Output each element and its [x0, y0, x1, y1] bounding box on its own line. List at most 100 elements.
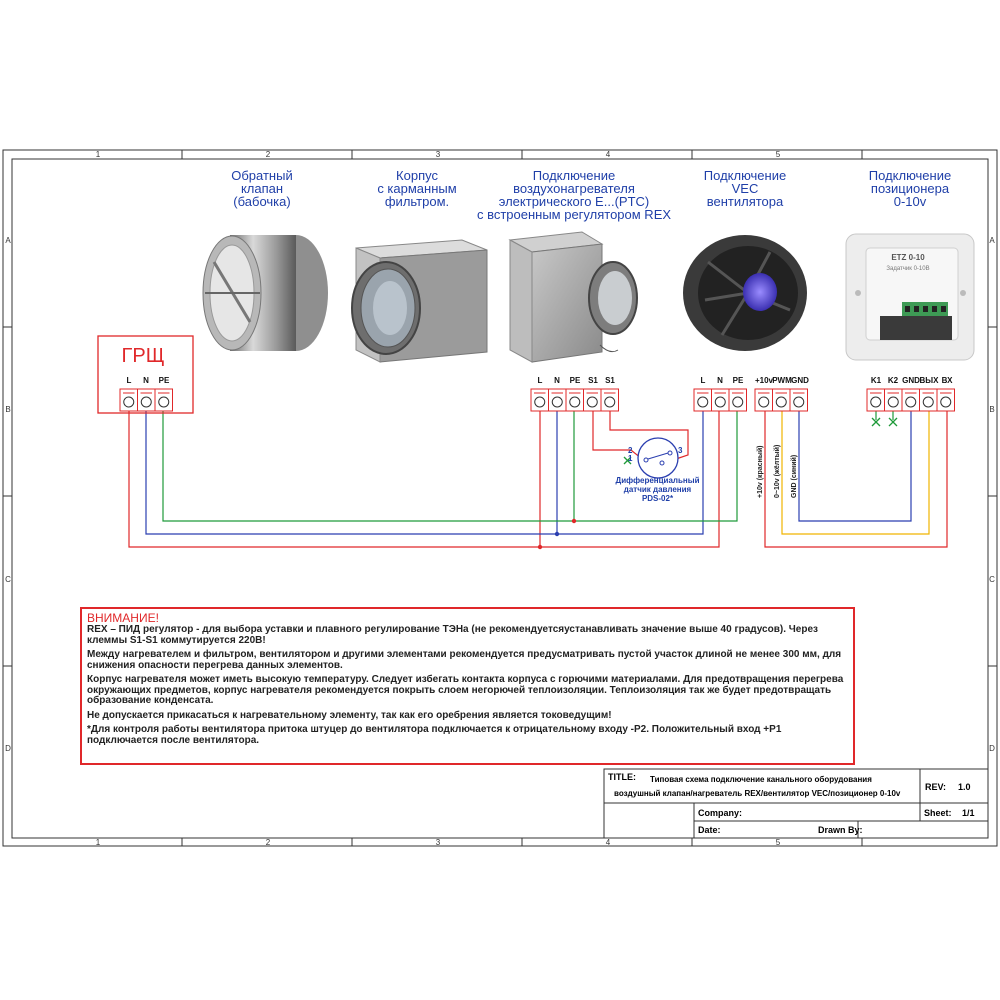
- wire-l-red: [128, 408, 720, 548]
- fan-terminal-l: L: [701, 376, 706, 385]
- filter-title: Корпус с карманным фильтром.: [362, 169, 472, 208]
- positioner-device-subtitle: Задатчик 0-10В: [886, 266, 929, 272]
- col-label-bottom-3: 3: [436, 838, 441, 847]
- sensor-caption-line: Дифференциальный: [615, 476, 700, 485]
- panel-terminal-pe: PE: [159, 376, 170, 385]
- title-label: TITLE:: [608, 772, 636, 782]
- company-label: Company:: [698, 808, 743, 818]
- positioner-title-line: 0-10v: [893, 194, 927, 209]
- filter-image: [351, 239, 488, 363]
- col-label-bottom-5: 5: [776, 838, 781, 847]
- panel-terminal-screw: [158, 396, 170, 408]
- vec-terminal-screw: [775, 396, 787, 408]
- wire-label-10v: +10v (красный): [756, 446, 764, 498]
- pos-terminal-vh: ВХ: [942, 376, 953, 385]
- col-label-bottom-4: 4: [606, 838, 611, 847]
- row-label-right-c: C: [989, 575, 995, 584]
- rev-label: REV:: [925, 782, 947, 792]
- fan-title: Подключение VEC вентилятора: [690, 169, 800, 208]
- positioner-title: Подключение позиционера 0-10v: [855, 169, 965, 208]
- heater-image: [508, 231, 638, 363]
- pos-terminal-gnd: GND: [902, 376, 920, 385]
- wire-pe-green: [162, 408, 738, 522]
- heater-terminal-s1a: S1: [588, 376, 598, 385]
- row-label-left-b: B: [5, 405, 10, 414]
- terminals-vec: [754, 388, 808, 412]
- panel-terminal-screw: [140, 396, 152, 408]
- sensor-caption-line: датчик давления: [623, 485, 692, 494]
- row-label-left-d: D: [5, 744, 11, 753]
- filter-title-line: фильтром.: [384, 194, 450, 209]
- wire-gnd-blue: [798, 408, 912, 522]
- fan-terminal-screw: [697, 396, 709, 408]
- fan-terminal-pe: PE: [733, 376, 744, 385]
- vec-terminal-screw: [793, 396, 805, 408]
- sheet-label: Sheet:: [924, 808, 952, 818]
- filter-title-line: Корпус: [396, 168, 438, 183]
- sensor-pin-3: 3: [678, 446, 683, 455]
- terminals-heater: [530, 388, 619, 412]
- sensor-caption: Дифференциальный датчик давления PDS-02*: [605, 476, 710, 503]
- heater-terminal-pe: PE: [570, 376, 581, 385]
- wire-label-0-10v: 0~10v (жёлтый): [773, 445, 781, 498]
- pressure-sensor: [637, 437, 679, 479]
- wire-n-blue: [145, 408, 704, 535]
- pos-terminal-k2: K2: [888, 376, 899, 385]
- title-line-2: воздушный клапан/нагреватель REX/вентиля…: [614, 789, 901, 798]
- terminals-positioner: [866, 388, 955, 412]
- heater-title-line: Подключение: [532, 168, 616, 183]
- panel-box: [97, 335, 194, 414]
- heater-terminal-s1b: S1: [605, 376, 615, 385]
- col-label-top-3: 3: [436, 150, 441, 159]
- row-label-right-d: D: [989, 744, 995, 753]
- positioner-terminal-screw: [870, 396, 882, 408]
- sensor-pin-1: 1: [628, 454, 633, 463]
- warning-paragraph: *Для контроля работы вентилятора притока…: [87, 724, 782, 746]
- fan-terminal-screw: [714, 396, 726, 408]
- title-block: [603, 768, 989, 839]
- heater-terminal-screw: [586, 396, 598, 408]
- vec-terminal-pwm: PWM: [772, 376, 792, 385]
- sensor-pin-2: 2: [628, 446, 633, 455]
- heater-terminal-screw: [551, 396, 563, 408]
- terminals-fan: [693, 388, 747, 412]
- col-label-bottom-2: 2: [266, 838, 271, 847]
- panel-name: ГРЩ: [122, 345, 165, 367]
- fan-terminal-n: N: [717, 376, 723, 385]
- col-label-bottom-1: 1: [96, 838, 101, 847]
- damper-title-line: Обратный: [231, 168, 293, 183]
- panel-terminal-screw: [123, 396, 135, 408]
- pos-terminal-k1: K1: [871, 376, 882, 385]
- heater-terminal-screw: [534, 396, 546, 408]
- positioner-terminal-screw: [905, 396, 917, 408]
- col-label-top-2: 2: [266, 150, 271, 159]
- fan-title-line: вентилятора: [706, 194, 784, 209]
- heater-terminal-n: N: [554, 376, 560, 385]
- damper-image: [202, 235, 328, 351]
- vec-terminal-10v: +10v: [755, 376, 774, 385]
- heater-title-line: воздухонагревателя: [513, 181, 635, 196]
- panel-terminal-l: L: [127, 376, 132, 385]
- heater-title-line: с встроенным регулятором REX: [476, 207, 672, 222]
- col-label-top-5: 5: [776, 150, 781, 159]
- positioner-terminal-screw: [887, 396, 899, 408]
- row-label-left-c: C: [5, 575, 11, 584]
- col-label-top-1: 1: [96, 150, 101, 159]
- frame-ticks: [3, 150, 997, 846]
- heater-terminal-l: L: [538, 376, 543, 385]
- vec-terminal-screw: [758, 396, 770, 408]
- damper-title: Обратный клапан (бабочка): [212, 169, 312, 208]
- damper-title-line: (бабочка): [233, 194, 291, 209]
- panel-terminal-n: N: [143, 376, 149, 385]
- warning-box: ВНИМАНИЕ! REX – ПИД регулятор - для выбо…: [80, 607, 855, 765]
- vec-terminal-gnd: GND: [791, 376, 809, 385]
- positioner-terminal-screw: [922, 396, 934, 408]
- terminals-panel: [119, 388, 173, 412]
- row-label-left-a: A: [5, 236, 11, 245]
- wire-s1-b: [609, 408, 689, 460]
- unused-terminal-marks: [623, 417, 898, 465]
- fan-terminal-screw: [732, 396, 744, 408]
- wire-0-10v-yellow: [781, 408, 930, 535]
- title-line-1: Типовая схема подключение канального обо…: [650, 775, 872, 784]
